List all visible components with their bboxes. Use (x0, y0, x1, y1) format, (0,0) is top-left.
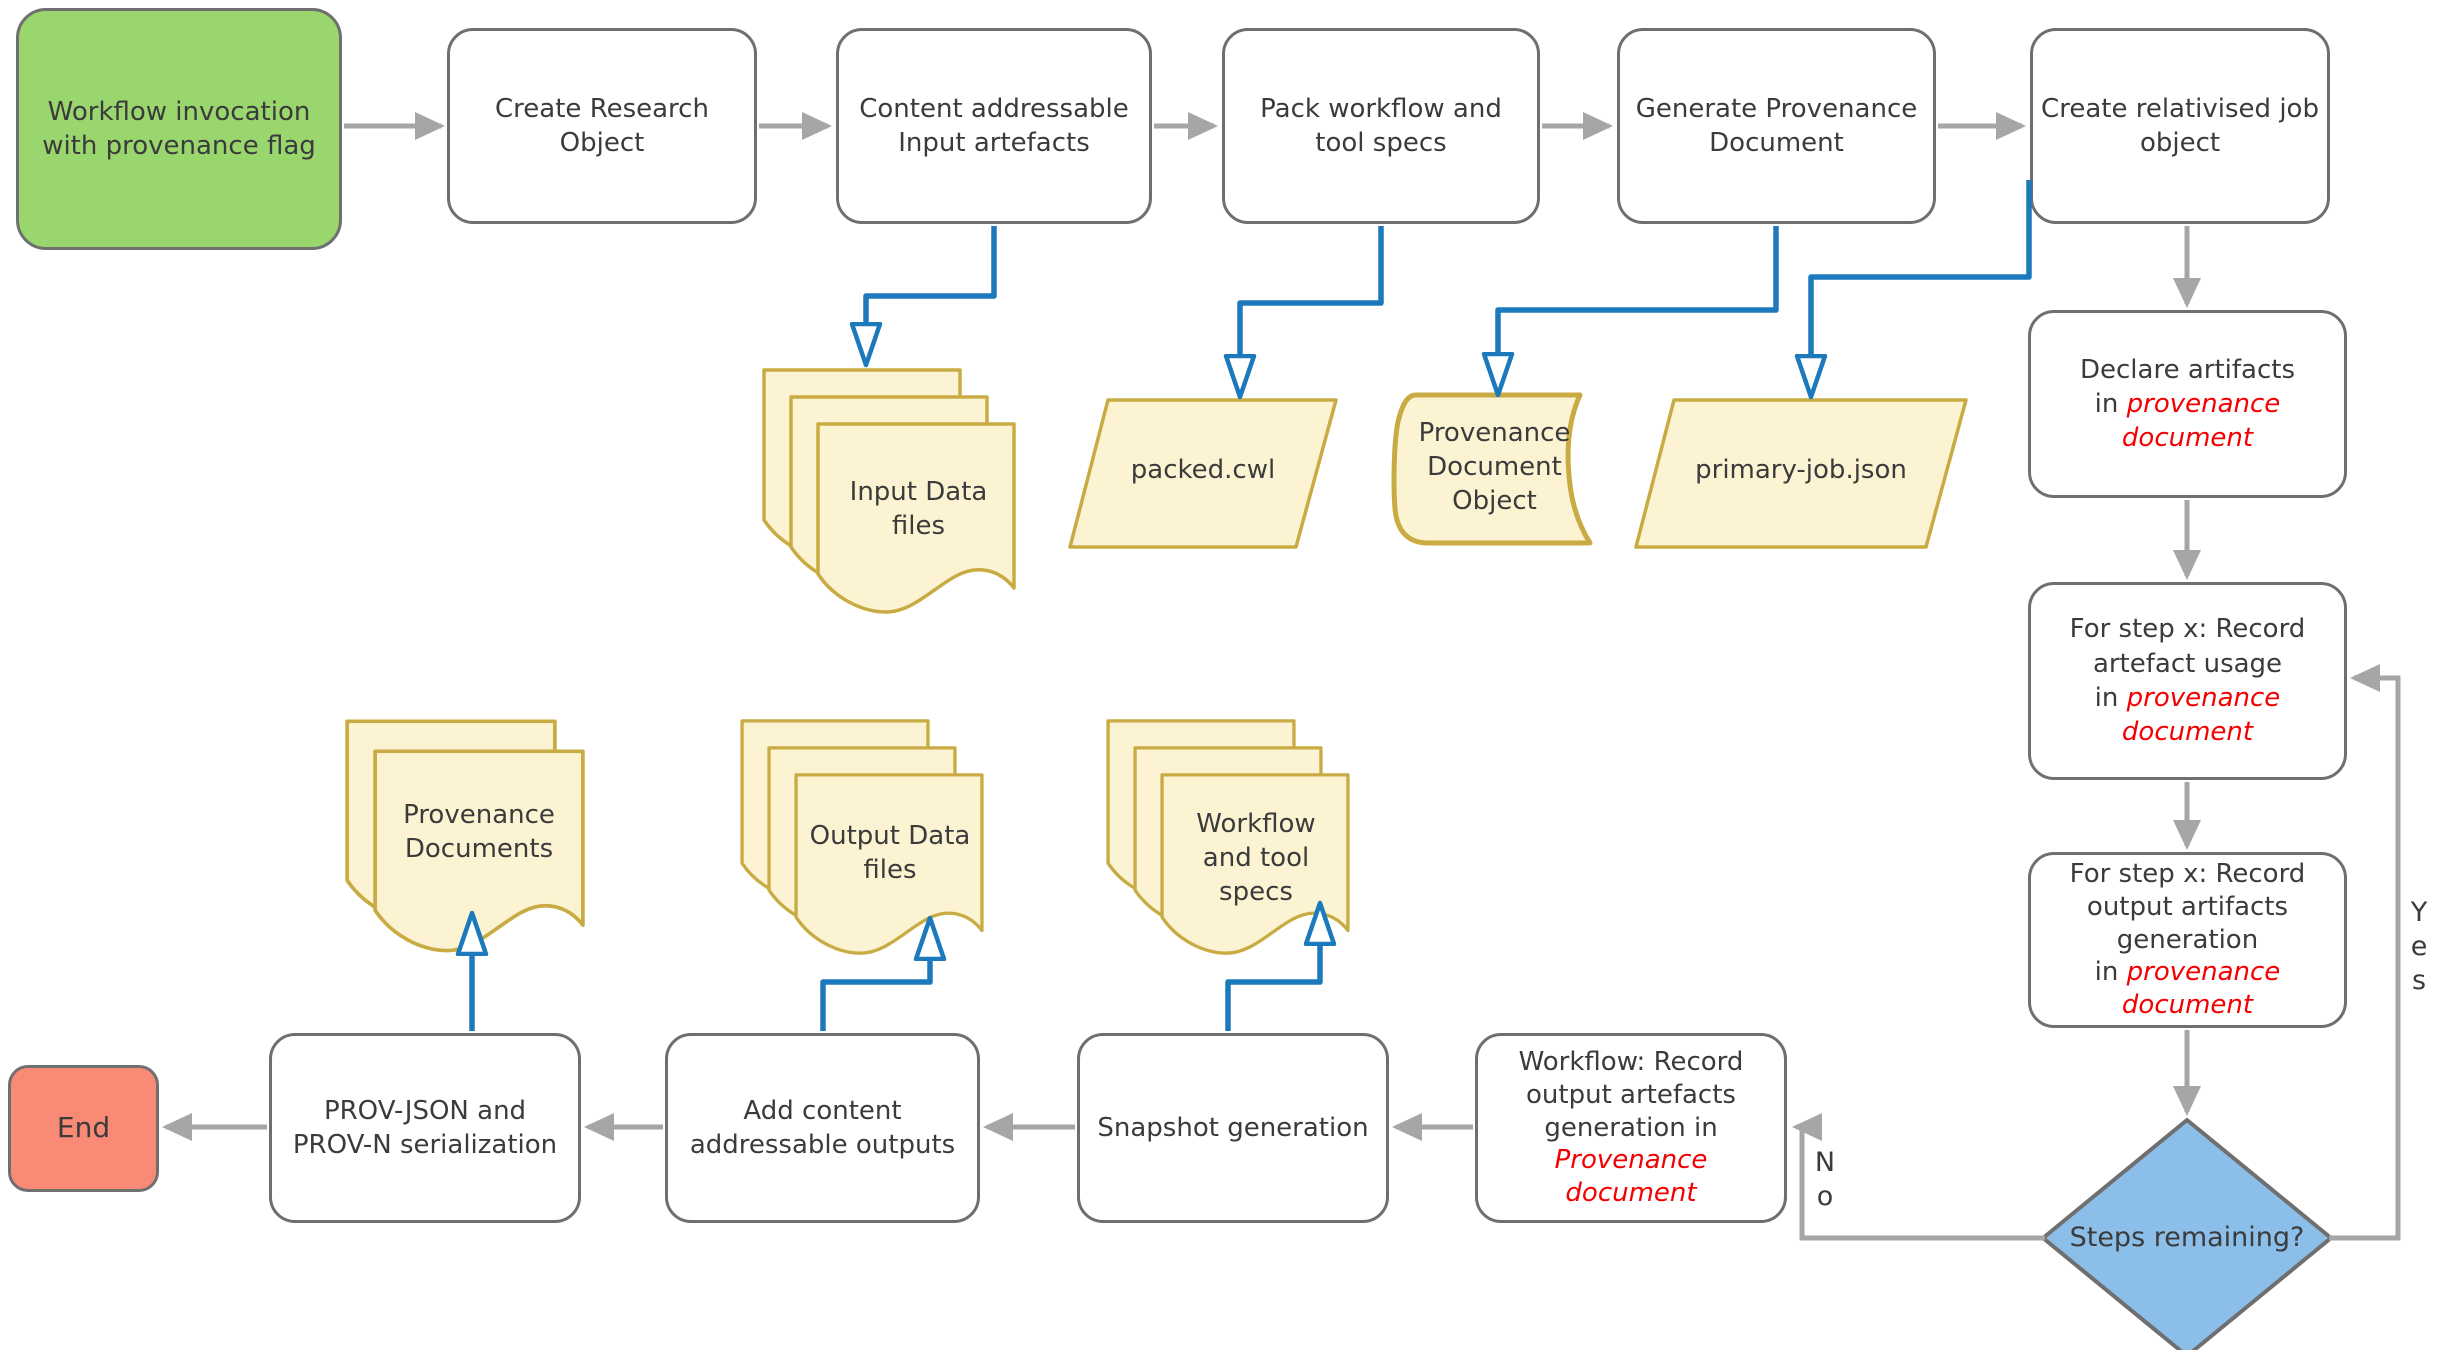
node-record-artefact-usage: For step x: Record artefact usage in pro… (2028, 582, 2347, 780)
text-red: provenance (2126, 388, 2281, 419)
provenance-document-object-label: Provenance Document Object (1418, 418, 1571, 516)
node-start-label: Workflow invocation with provenance flag (42, 96, 316, 161)
node-add-outputs-label: Add content addressable outputs (689, 1095, 956, 1160)
node-pack-workflow-label: Pack workflow and tool specs (1260, 93, 1502, 158)
connector-pack-to-packedcwl (1240, 226, 1384, 394)
node-snapshot-generation: Snapshot generation (1077, 1033, 1389, 1223)
node-record-output-artifacts: For step x: Record output artifacts gene… (2028, 852, 2347, 1028)
node-record-outputs-line1: For step x: Record (2069, 859, 2306, 890)
node-create-research-object: Create Research Object (447, 28, 757, 224)
node-record-outputs-line5: document (2121, 990, 2254, 1021)
node-prov-serialization: PROV-JSON and PROV-N serialization (269, 1033, 581, 1223)
node-declare-artifacts-line2: in provenance (2095, 387, 2281, 421)
node-content-addressable-inputs-label: Content addressable Input artefacts (859, 93, 1129, 158)
node-content-addressable-inputs: Content addressable Input artefacts (836, 28, 1152, 224)
node-record-usage-line3: in provenance (2095, 681, 2281, 715)
text-black: in (2094, 957, 2127, 988)
text-red: provenance (2126, 683, 2281, 713)
node-generate-provenance-document: Generate Provenance Document (1617, 28, 1936, 224)
node-generate-provenance-document-label: Generate Provenance Document (1635, 93, 1918, 158)
node-snapshot-generation-label: Snapshot generation (1097, 1112, 1369, 1143)
workflow-tool-specs-label: Workflow and tool specs (1196, 809, 1316, 907)
text-red: provenance (2126, 957, 2281, 988)
packed-cwl-label: packed.cwl (1130, 454, 1276, 485)
node-record-usage-line2: artefact usage (2092, 648, 2283, 679)
node-declare-artifacts: Declare artifacts in provenance document (2028, 310, 2347, 498)
node-create-relativised-job: Create relativised job object (2030, 28, 2330, 224)
node-declare-artifacts-line1: Declare artifacts (2079, 354, 2295, 385)
primary-job-json-label: primary-job.json (1695, 454, 1907, 485)
node-add-content-addressable-outputs: Add content addressable outputs (665, 1033, 980, 1223)
node-declare-artifacts-line3: document (2121, 423, 2254, 454)
node-start: Workflow invocation with provenance flag (16, 8, 342, 250)
node-wf-record-line5: document (1565, 1178, 1697, 1209)
node-create-relativised-job-label: Create relativised job object (2041, 93, 2319, 158)
decision-no-label: No (1814, 1147, 1836, 1212)
connector-inputs-to-inputfiles (866, 226, 997, 362)
node-create-research-object-label: Create Research Object (495, 93, 709, 158)
node-record-usage-line1: For step x: Record (2069, 614, 2306, 645)
node-end-label: End (56, 1111, 111, 1145)
node-record-outputs-line4: in provenance (2095, 956, 2281, 989)
node-wf-record-line4: Provenance (1554, 1145, 1708, 1176)
node-prov-serialization-label: PROV-JSON and PROV-N serialization (292, 1095, 558, 1160)
node-end: End (8, 1065, 159, 1192)
node-wf-record-line2: output artefacts (1526, 1079, 1736, 1110)
node-wf-record-line1: Workflow: Record (1518, 1047, 1744, 1078)
node-pack-workflow: Pack workflow and tool specs (1222, 28, 1540, 224)
text-black: in (2094, 388, 2127, 419)
decision-label: Steps remaining? (2069, 1222, 2305, 1254)
packed-cwl-parallelogram (1068, 398, 1338, 549)
node-record-outputs-line3: generation (2116, 924, 2259, 955)
provenance-documents-label: Provenance Documents (403, 800, 555, 864)
text-black: in (2094, 683, 2127, 713)
provenance-document-object-shape (1391, 392, 1593, 546)
input-data-files-label: Input Data files (849, 477, 988, 541)
primary-job-json-parallelogram (1634, 398, 1968, 549)
node-wf-record-line3: generation in (1544, 1112, 1718, 1143)
node-record-usage-line4: document (2121, 717, 2254, 748)
connector-genprov-to-provdocobject (1498, 226, 1779, 392)
node-record-outputs-line2: output artifacts (2086, 891, 2289, 922)
node-workflow-record-outputs: Workflow: Record output artefacts genera… (1475, 1033, 1787, 1223)
decision-yes-label: Yes (2410, 897, 2428, 996)
output-data-files-label: Output Data files (809, 821, 971, 885)
